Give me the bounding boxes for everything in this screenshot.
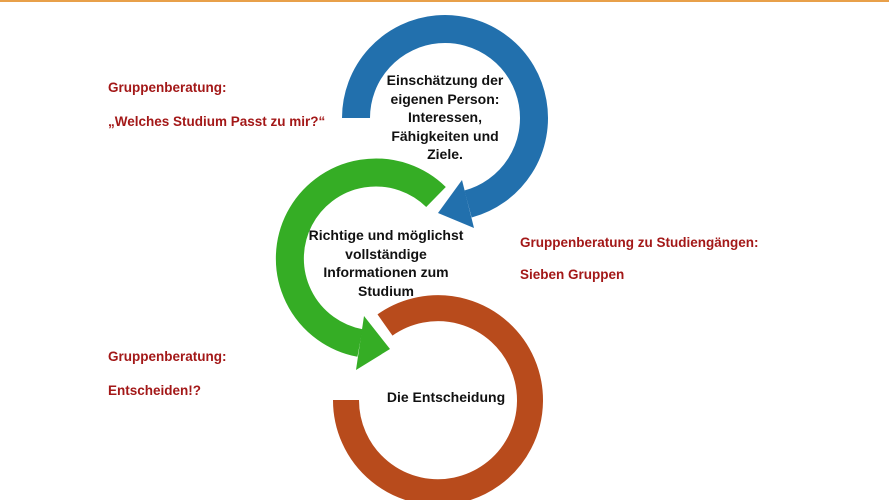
step-line: Studium [358, 282, 414, 299]
label-subtitle-1: „Welches Studium Passt zu mir?“ [108, 114, 326, 129]
step-line: Ziele. [427, 146, 463, 162]
step-line: Fähigkeiten und [391, 127, 499, 144]
top-accent-line [0, 0, 889, 2]
step-line: Einschätzung der [386, 72, 504, 88]
label-subtitle-2: Sieben Gruppen [520, 267, 625, 282]
orange-arc [333, 295, 543, 500]
blue-arrowhead [438, 180, 474, 228]
label-subtitle-3: Entscheiden!? [108, 383, 202, 398]
step-information: Richtige und möglichst vollständige Info… [309, 226, 464, 300]
step-decision: Die Entscheidung [387, 388, 505, 407]
step-line: eigenen Person: [390, 90, 500, 107]
step-line: Die Entscheidung [386, 389, 506, 405]
label-title-3: Gruppenberatung: [108, 349, 227, 364]
step-line: vollständige [345, 245, 427, 262]
label-title-2: Gruppenberatung zu Studiengängen: [520, 235, 759, 250]
label-title-1: Gruppenberatung: [108, 80, 227, 95]
blue-arc-arrow [342, 15, 548, 218]
step-line: Interessen, [408, 109, 482, 125]
step-line: Richtige und möglichst [308, 227, 464, 243]
step-self-assessment: Einschätzung der eigenen Person: Interes… [387, 71, 504, 164]
green-arrowhead [356, 316, 390, 370]
step-line: Informationen zum [323, 264, 449, 280]
green-arc-arrow [275, 158, 446, 357]
